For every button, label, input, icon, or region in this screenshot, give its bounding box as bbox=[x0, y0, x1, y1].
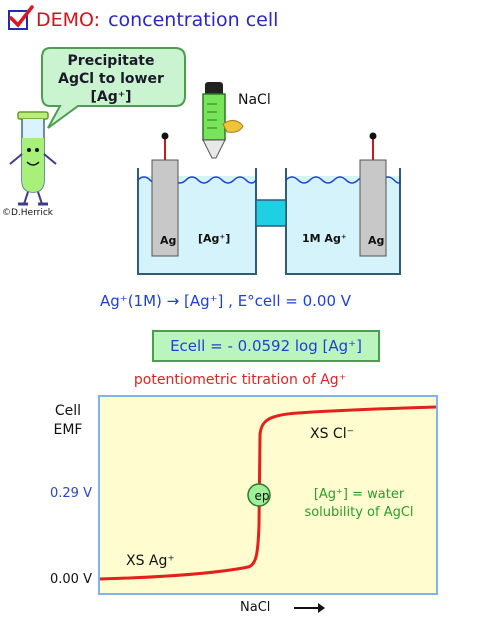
endpoint-label: ep bbox=[254, 489, 270, 503]
titration-curve bbox=[99, 405, 437, 581]
dropper-icon bbox=[202, 82, 244, 159]
y-tick-high: 0.29 V bbox=[50, 486, 92, 501]
endpoint-marker bbox=[247, 483, 271, 507]
cell-equation: Ag⁺(1M) → [Ag⁺] , E°cell = 0.00 V bbox=[100, 292, 352, 310]
y-axis-label: Cell EMF bbox=[53, 403, 83, 438]
left-solution-label: [Ag⁺] bbox=[198, 232, 231, 245]
credit: ©D.Herrick bbox=[2, 208, 53, 218]
arrow-right-icon bbox=[294, 603, 325, 613]
right-electrode-label: Ag bbox=[368, 234, 385, 247]
nernst-equation: Ecell = - 0.0592 log [Ag⁺] bbox=[152, 330, 380, 362]
left-electrode-label: Ag bbox=[160, 234, 177, 247]
excess-silver-label: XS Ag⁺ bbox=[126, 553, 175, 569]
concentration-cell-diagram bbox=[137, 132, 401, 275]
page-title: concentration cell bbox=[108, 9, 279, 31]
excess-chloride-label: XS Cl⁻ bbox=[310, 426, 354, 442]
test-tube-character bbox=[9, 111, 57, 206]
plot-title: potentiometric titration of Ag⁺ bbox=[133, 372, 347, 388]
bubble-text: Precipitate AgCl to lower [Ag⁺] bbox=[58, 53, 164, 105]
reagent-label: NaCl bbox=[238, 92, 271, 108]
header: DEMO: concentration cell bbox=[8, 5, 279, 34]
demo-label: DEMO: bbox=[36, 9, 101, 31]
speech-bubble bbox=[41, 47, 186, 129]
endpoint-note: [Ag⁺] = water solubility of AgCl bbox=[304, 487, 414, 520]
x-axis-label: NaCl bbox=[240, 600, 271, 615]
right-solution-label: 1M Ag⁺ bbox=[302, 232, 347, 245]
checkbox-icon bbox=[8, 5, 34, 30]
y-tick-low: 0.00 V bbox=[50, 572, 92, 587]
